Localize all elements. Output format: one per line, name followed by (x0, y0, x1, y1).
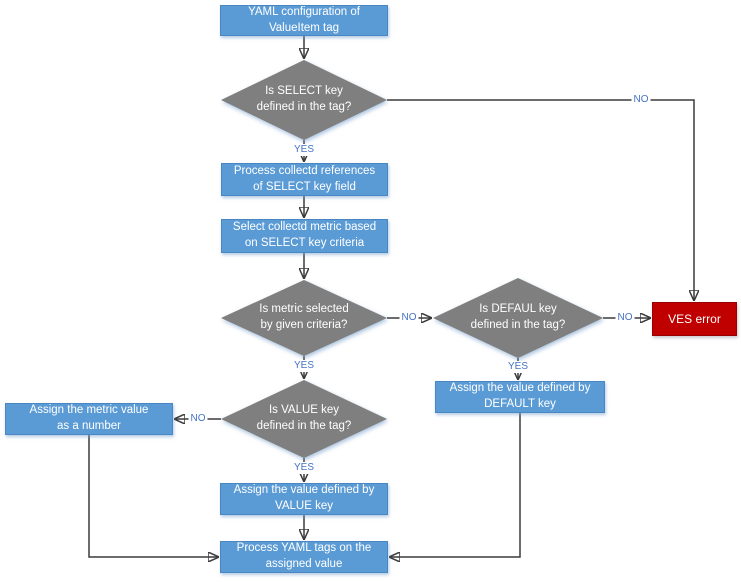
node-process-references-label: Process collectd references of SELECT ke… (233, 164, 376, 193)
edge-label-value-no: NO (188, 413, 208, 425)
node-assign-value: Assign the value defined by VALUE key (220, 483, 388, 515)
node-assign-number-label: Assign the metric value as a number (29, 404, 149, 432)
node-decision-select-label: Is SELECT key defined in the tag? (256, 85, 352, 113)
node-decision-value: Is VALUE key defined in the tag? (221, 380, 387, 458)
node-ves-error: VES error (652, 302, 737, 336)
node-ves-error-label: VES error (668, 311, 721, 326)
node-process-references: Process collectd references of SELECT ke… (221, 163, 388, 196)
edge-label-metric-yes: YES (291, 360, 317, 372)
edge-number-to-yaml (88, 435, 218, 557)
node-decision-select: Is SELECT key defined in the tag? (221, 60, 387, 140)
edge-label-metric-no: NO (399, 312, 419, 324)
node-decision-value-label: Is VALUE key defined in the tag? (256, 404, 352, 432)
node-process-yaml-label: Process YAML tags on the assigned value (236, 542, 372, 570)
node-decision-metric-label: Is metric selected by given criteria? (259, 303, 349, 331)
edge-select-no (387, 99, 694, 300)
node-assign-number: Assign the metric value as a number (5, 403, 173, 435)
node-assign-default: Assign the value defined by DEFAULT key (435, 381, 605, 413)
diamond-shape: Is SELECT key defined in the tag? (221, 60, 387, 140)
node-decision-metric: Is metric selected by given criteria? (221, 280, 387, 356)
node-process-yaml: Process YAML tags on the assigned value (220, 541, 388, 573)
diamond-shape: Is VALUE key defined in the tag? (221, 380, 387, 458)
edge-label-select-yes: YES (291, 144, 317, 156)
edge-default-to-yaml (390, 413, 521, 557)
node-assign-value-label: Assign the value defined by VALUE key (233, 484, 375, 512)
edge-label-value-yes: YES (291, 462, 317, 474)
node-start: YAML configuration of ValueItem tag (220, 5, 388, 36)
diamond-shape: Is metric selected by given criteria? (221, 280, 387, 356)
node-assign-default-label: Assign the value defined by DEFAULT key (449, 382, 591, 410)
node-start-label: YAML configuration of ValueItem tag (248, 5, 360, 34)
node-select-metric: Select collectd metric based on SELECT k… (221, 219, 388, 253)
edge-label-default-yes: YES (505, 361, 531, 373)
node-decision-default-label: Is DEFAUL key defined in the tag? (470, 303, 566, 331)
edge-label-default-no: NO (615, 312, 635, 324)
diamond-shape: Is DEFAUL key defined in the tag? (433, 278, 603, 358)
node-decision-default: Is DEFAUL key defined in the tag? (433, 278, 603, 358)
edge-label-select-no: NO (631, 94, 651, 106)
node-select-metric-label: Select collectd metric based on SELECT k… (232, 221, 377, 249)
